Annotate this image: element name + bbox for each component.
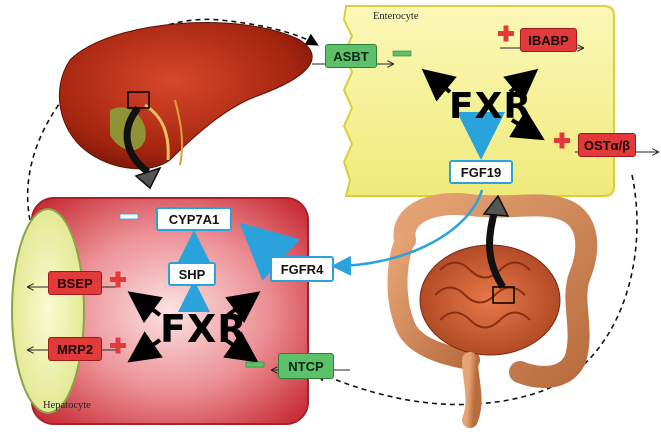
enterocyte-label: Enterocyte — [373, 11, 419, 22]
hep-fxr-arrow-ul — [127, 291, 163, 324]
bile-canaliculus — [11, 208, 85, 414]
minus-icon — [119, 213, 139, 220]
enterocyte-fxr-label: FXR — [449, 86, 533, 127]
hep-fxr-arrow-ur — [225, 291, 261, 324]
hep-fxr-arrow-ll — [127, 331, 163, 363]
ent-fxr-arrow-lr — [509, 109, 545, 141]
minus-icon — [392, 50, 412, 57]
ost-transporter: OSTα/β — [578, 133, 636, 157]
bsep-transporter: BSEP — [48, 271, 102, 295]
plus-icon — [110, 337, 126, 354]
asbt-transporter: ASBT — [325, 44, 377, 68]
ent-fxr-arrow-ur — [503, 68, 539, 102]
shp-box: SHP — [168, 262, 216, 286]
plus-icon — [498, 25, 514, 42]
fgfr4-to-cyp7a1-arrow — [239, 222, 300, 281]
plus-icon — [554, 132, 570, 149]
hep-fxr-arrow-lr — [223, 331, 259, 363]
plus-icon — [110, 271, 126, 288]
intestine-zoom-arrow — [486, 209, 506, 289]
mrp2-transporter: MRP2 — [48, 337, 102, 361]
intestine-illustration — [387, 193, 598, 428]
hepatocyte-fxr-label: FXR — [160, 307, 248, 351]
ent-fxr-arrow-ul — [421, 68, 457, 102]
minus-icon — [245, 361, 265, 368]
enterocyte-cell — [342, 5, 615, 197]
liver-illustration — [58, 22, 313, 170]
fgf19-to-fgfr4-arrow — [331, 189, 484, 276]
ntcp-transporter: NTCP — [278, 353, 334, 379]
liver-zoom-arrow — [123, 105, 151, 175]
fgf19-box: FGF19 — [449, 160, 513, 184]
cyp7a1-box: CYP7A1 — [156, 207, 232, 231]
circulation-dashed-arrow-bottom — [313, 174, 638, 406]
ibabp-protein: IBABP — [520, 28, 577, 52]
hepatocyte-label: Hepatocyte — [43, 400, 91, 411]
fgfr4-box: FGFR4 — [270, 256, 334, 282]
